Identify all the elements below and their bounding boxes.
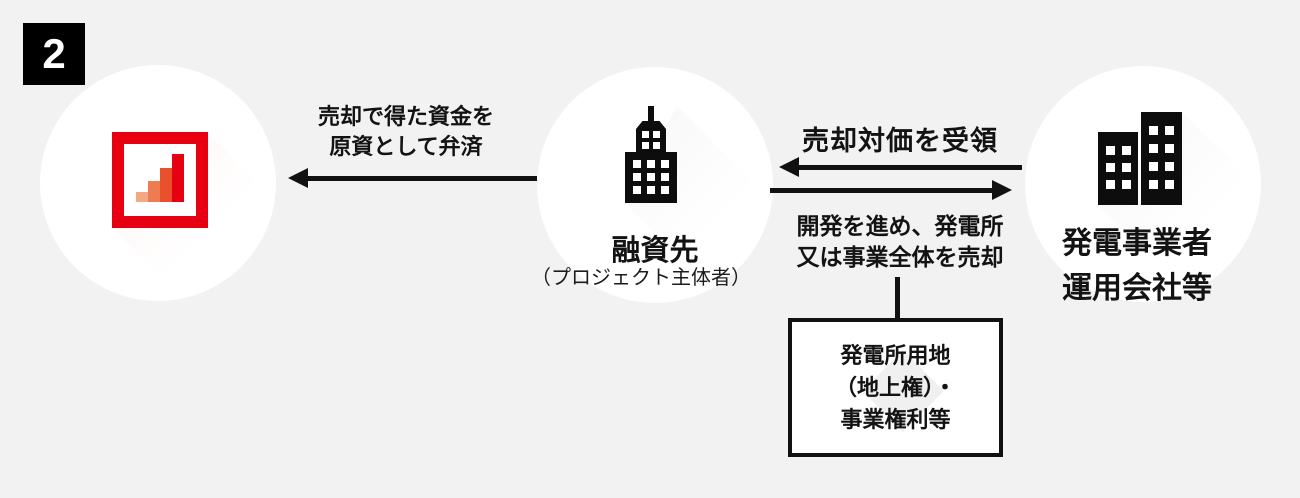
- logo-bar-3: [160, 168, 172, 202]
- operator-name-line2: 運用会社等: [1062, 272, 1212, 305]
- logo-bars: [136, 154, 184, 202]
- office-buildings-icon: [1098, 112, 1182, 205]
- lender-circle: [40, 65, 276, 301]
- sale-label-line2: 又は事業全体を売却: [796, 244, 1004, 270]
- receipt-arrow-shaft: [797, 165, 1022, 170]
- office-tower-icon: [625, 106, 677, 203]
- repayment-label-line1: 売却で得た資金を: [317, 104, 494, 129]
- asset-box-line2: （地上権）・: [834, 374, 956, 400]
- borrower-subtitle: （プロジェクト主体者）: [531, 267, 751, 289]
- borrower-name: 融資先: [611, 235, 699, 267]
- asset-box: 発電所用地 （地上権）・ 事業権利等: [788, 318, 1003, 457]
- bar-chart-logo-icon: [112, 132, 208, 228]
- sale-arrow-right-head-icon: [992, 180, 1012, 200]
- receipt-arrow-left-head-icon: [779, 157, 799, 177]
- sale-label-line1: 開発を進め、発電所: [796, 213, 1004, 239]
- operator-name-line1: 発電事業者: [1062, 227, 1212, 260]
- repayment-label-line2: 原資として弁済: [329, 134, 483, 159]
- operator-name: 発電事業者 運用会社等: [1022, 221, 1252, 311]
- step-number-badge: 2: [23, 23, 85, 85]
- sale-arrow-shaft: [770, 188, 994, 193]
- repayment-arrow-left-head-icon: [288, 168, 308, 188]
- logo-bar-4: [172, 154, 184, 202]
- sale-label: 開発を進め、発電所 又は事業全体を売却: [788, 211, 1012, 273]
- logo-bar-2: [148, 181, 160, 202]
- step-number: 2: [42, 30, 66, 77]
- logo-bar-1: [136, 192, 148, 202]
- repayment-label: 売却で得た資金を 原資として弁済: [294, 102, 518, 162]
- asset-box-line3: 事業権利等: [840, 406, 951, 432]
- receipt-label: 売却対価を受領: [802, 126, 998, 156]
- asset-connector-line: [895, 277, 900, 320]
- asset-box-line1: 発電所用地: [840, 342, 951, 368]
- repayment-arrow-shaft: [306, 176, 537, 181]
